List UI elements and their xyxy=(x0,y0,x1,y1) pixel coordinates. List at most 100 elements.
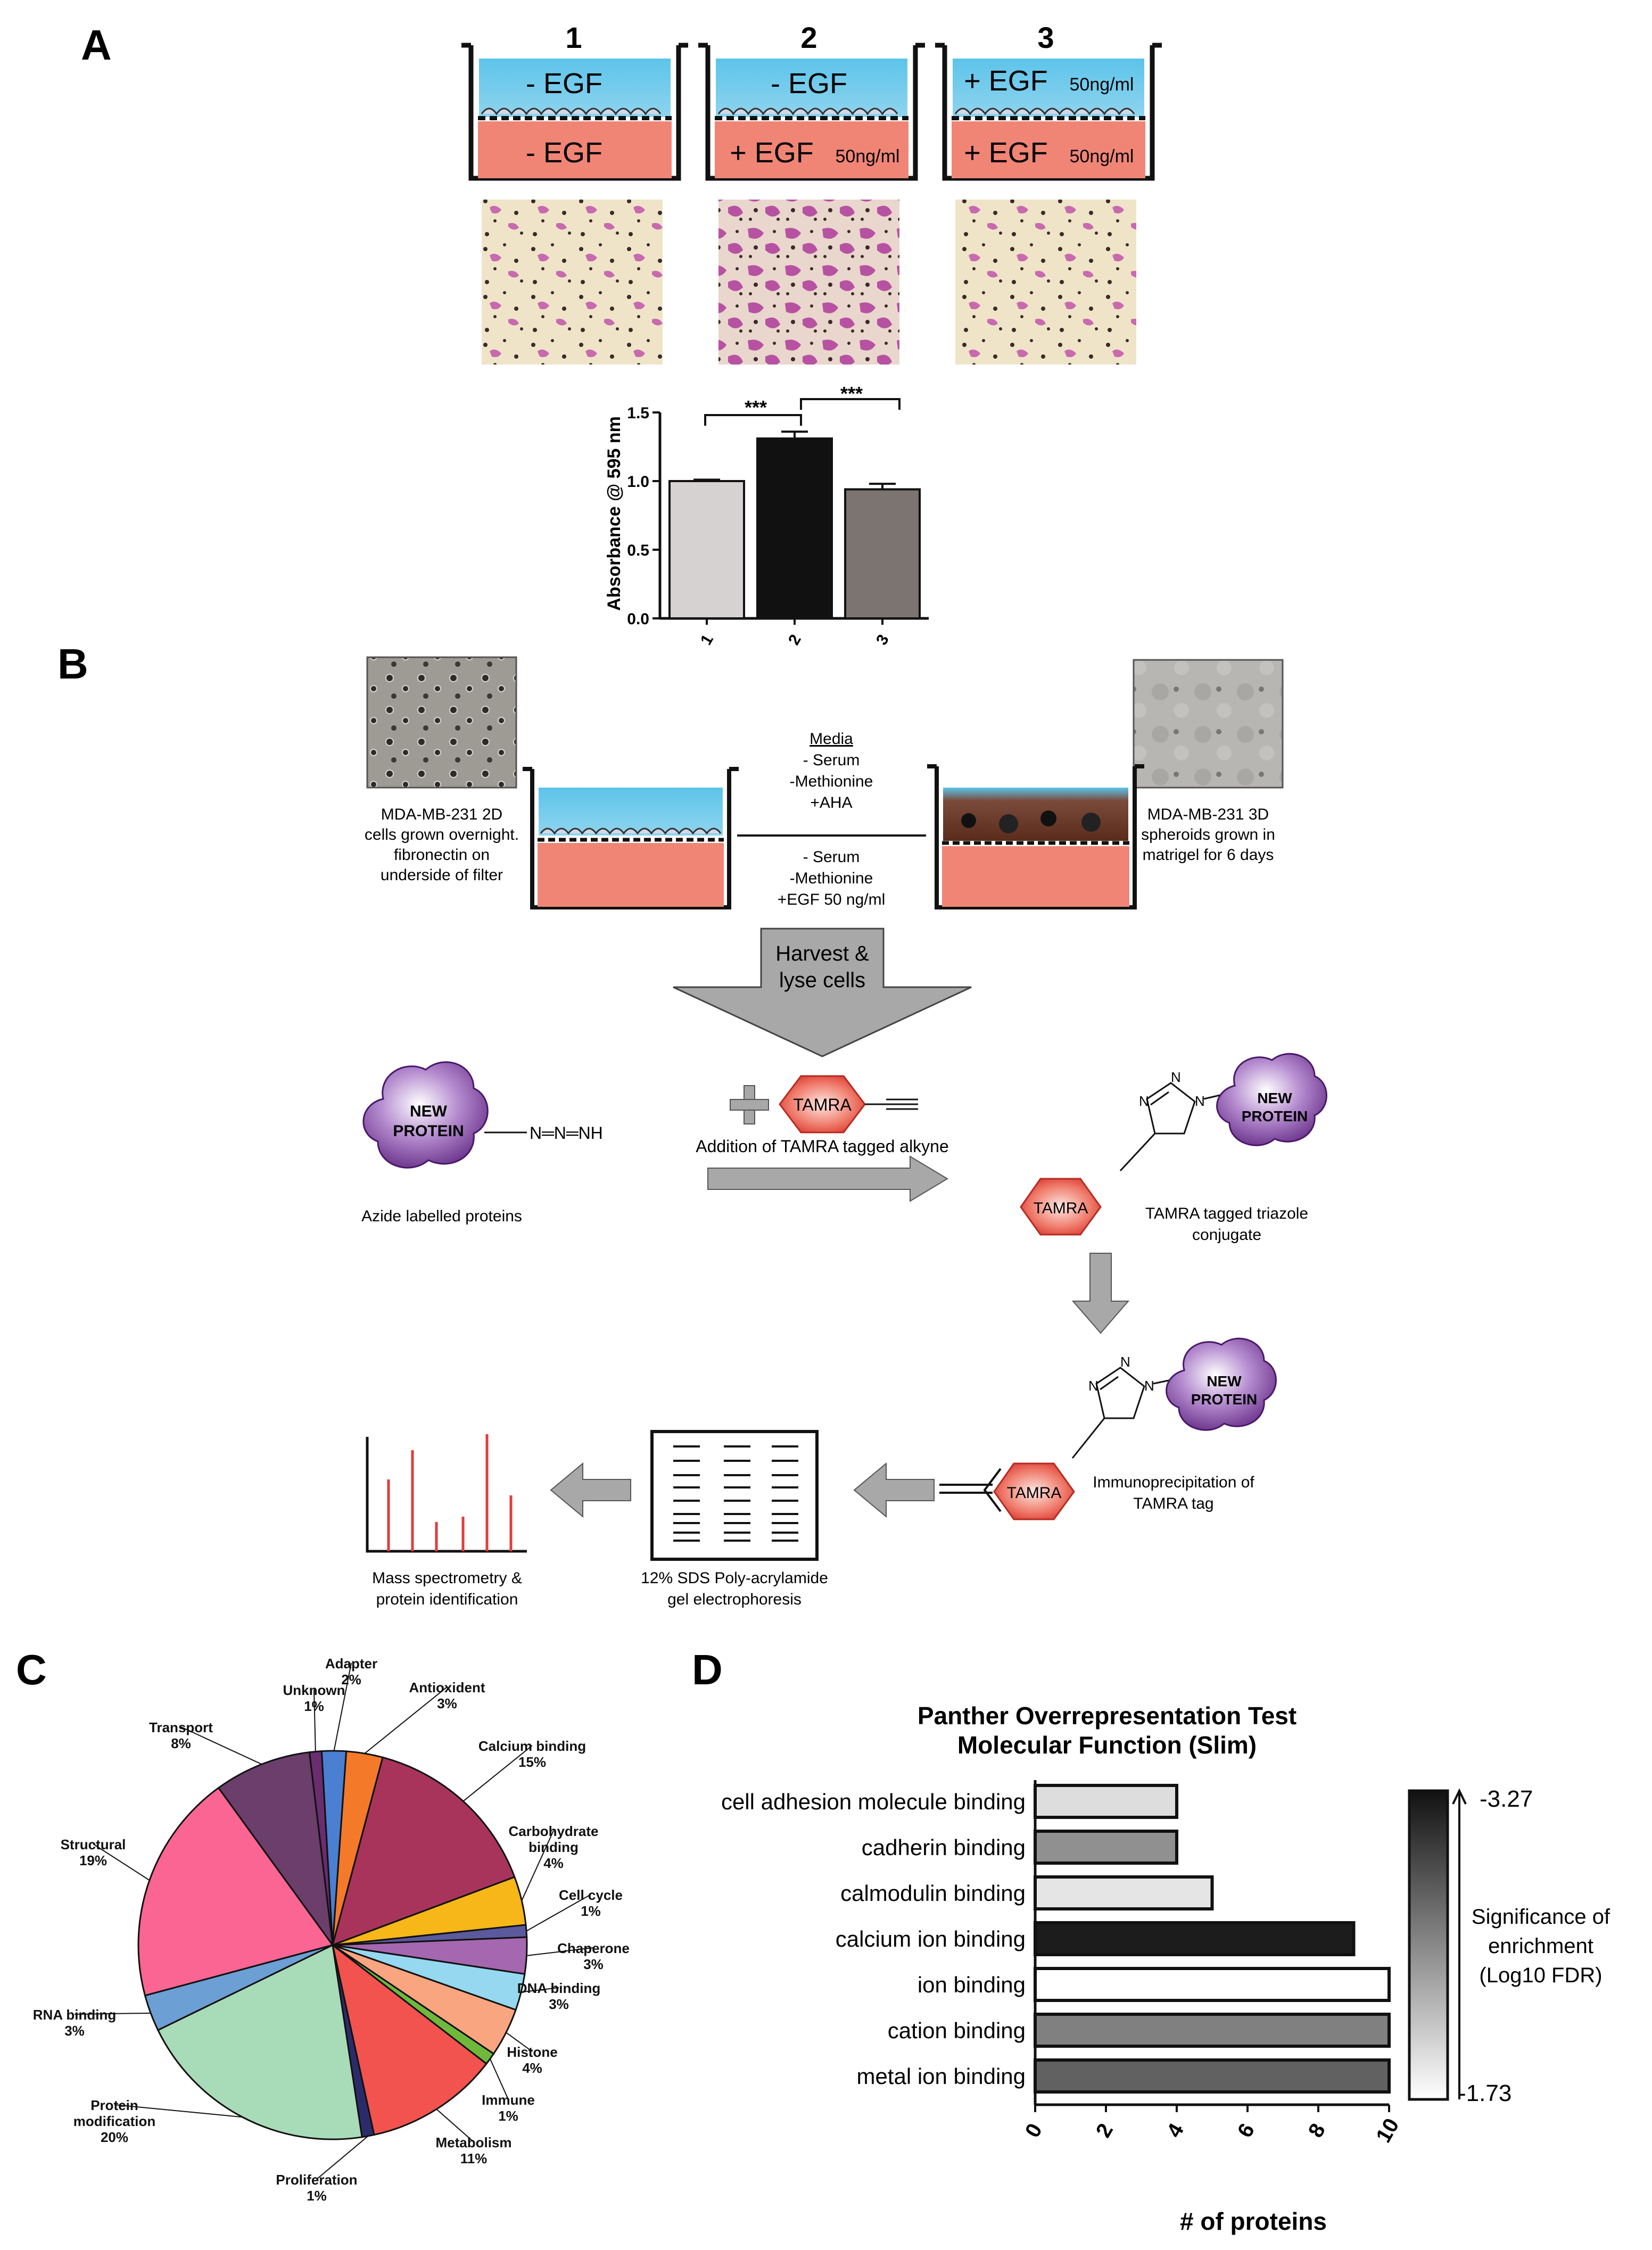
x-tick-label: 8 xyxy=(1304,2120,1330,2141)
y-tick-label: 1.5 xyxy=(627,404,649,422)
pie-slice-label: Histone xyxy=(507,2044,557,2060)
colorbar-min: -1.73 xyxy=(1458,2080,1511,2106)
stain-image-2 xyxy=(718,200,899,365)
azide-group: N═N═NH xyxy=(530,1123,603,1143)
pie-leader-line xyxy=(74,2012,151,2015)
pie-leader-line xyxy=(114,2104,243,2118)
media-top-line-2: -Methionine xyxy=(790,773,873,790)
pie-leader-line xyxy=(316,2136,369,2180)
y-tick-label: cell adhesion molecule binding xyxy=(721,1789,1026,1814)
bar xyxy=(1034,1967,1391,2002)
pie-slice-label: Metabolism xyxy=(435,2135,511,2150)
pie-slice-label: DNA binding xyxy=(517,1980,600,1996)
triazole-n-1: N xyxy=(1088,1378,1098,1394)
significance-2: *** xyxy=(840,383,863,404)
pie-slice-label: Calcium binding xyxy=(478,1738,586,1754)
pie-slice-label: Chaperone xyxy=(557,1940,630,1956)
right-caption-line-3: matrigel for 6 days xyxy=(1143,846,1274,864)
stain-image-1 xyxy=(482,200,663,365)
bar xyxy=(1034,2013,1391,2048)
pie-slice-percent: 19% xyxy=(79,1852,107,1868)
y-tick-label: calcium ion binding xyxy=(836,1926,1026,1951)
pie-leader-line xyxy=(521,1830,554,1901)
ip-conjugate: N N N TAMRA NEW PROTEIN xyxy=(939,1337,1277,1520)
media-title: Media xyxy=(810,730,853,748)
y-tick-label: cadherin binding xyxy=(862,1835,1026,1860)
x-tick-label: 10 xyxy=(1372,2114,1403,2147)
pie-slice-percent: 1% xyxy=(304,1698,324,1714)
harvest-arrow: Harvest & lyse cells xyxy=(673,928,972,1057)
x-tick-label: 4 xyxy=(1162,2119,1189,2141)
ip-caption-2: TAMRA tag xyxy=(1133,1495,1213,1512)
bar xyxy=(1034,1830,1178,1865)
bar xyxy=(1034,1921,1356,1956)
y-tick-label: ion binding xyxy=(918,1972,1026,1997)
transwell-2d xyxy=(523,767,739,909)
new-protein-label-2: PROTEIN xyxy=(1242,1108,1308,1124)
pie-slice-label: Immune xyxy=(482,2092,535,2108)
pie-slice-percent: 20% xyxy=(101,2129,128,2145)
condition-number: 2 xyxy=(800,21,817,54)
triazole-n-2: N xyxy=(1171,1069,1181,1085)
pie-slice-percent: 8% xyxy=(171,1735,191,1751)
triazole-caption-1: TAMRA tagged triazole xyxy=(1145,1205,1308,1222)
pie-slice-label: RNA binding xyxy=(33,2007,116,2023)
transwell-1: 1 - EGF - EGF xyxy=(461,21,688,181)
pie-slice-percent: 2% xyxy=(341,1672,361,1688)
significance-bracket-2 xyxy=(800,398,901,410)
micrograph-2d-cells xyxy=(366,656,517,789)
colorbar xyxy=(1408,1789,1449,2101)
pie-leader-line xyxy=(526,1894,591,1932)
right-caption-line-1: MDA-MB-231 3D xyxy=(1147,806,1269,823)
down-arrow xyxy=(1071,1253,1130,1334)
y-tick-label: calmodulin binding xyxy=(840,1881,1026,1906)
significance-bracket-1 xyxy=(704,414,802,426)
new-protein-label-2: PROTEIN xyxy=(1191,1391,1257,1408)
bottom-conc: 50ng/ml xyxy=(836,146,900,167)
top-label: + EGF xyxy=(964,65,1048,97)
x-tick-label: 2 xyxy=(785,632,805,648)
x-tick-label: 2 xyxy=(1092,2120,1118,2141)
pie-leader-line xyxy=(333,1662,352,1751)
pie-leader-line xyxy=(180,1726,262,1765)
harvest-label-2: lyse cells xyxy=(779,969,865,992)
new-protein-label-1: NEW xyxy=(410,1103,448,1120)
panel-label-c: C xyxy=(16,1646,47,1693)
bottom-conc: 50ng/ml xyxy=(1070,146,1134,167)
ip-caption-1: Immunoprecipitation of xyxy=(1093,1474,1254,1491)
right-caption-line-2: spheroids grown in xyxy=(1141,826,1275,843)
pie-slice-label: Structural xyxy=(61,1837,126,1852)
colorbar-max: -3.27 xyxy=(1480,1786,1533,1812)
bottom-label: + EGF xyxy=(964,137,1048,169)
triazole-n-1: N xyxy=(1139,1093,1149,1109)
pie-leader-line xyxy=(526,1947,594,1956)
y-tick-label: 1.0 xyxy=(627,473,649,491)
pie-slice-label: Carbohydrate xyxy=(508,1823,598,1839)
new-protein-label-2: PROTEIN xyxy=(393,1122,464,1140)
pie-slice-percent: 3% xyxy=(437,1695,457,1711)
pie-leader-line xyxy=(313,1689,316,1752)
media-bottom-line-2: -Methionine xyxy=(790,870,873,887)
bar xyxy=(1034,2058,1391,2094)
harvest-label-1: Harvest & xyxy=(775,942,869,965)
reaction-arrow xyxy=(707,1155,948,1202)
pie-slice-percent: 4% xyxy=(522,2060,542,2076)
left-arrow-2 xyxy=(550,1462,631,1518)
panel-label-a: A xyxy=(81,21,112,69)
pie-slice-label: modification xyxy=(73,2113,156,2129)
chart-title-line-1: Panther Overrepresentation Test xyxy=(918,1702,1296,1730)
pie-leader-line xyxy=(364,1686,448,1754)
y-tick-label: 0.0 xyxy=(627,610,649,628)
plus-icon xyxy=(730,1085,769,1124)
colorbar-label-2: enrichment xyxy=(1488,1934,1593,1958)
pie-slice-percent: 1% xyxy=(581,1903,601,1919)
media-top-line-1: - Serum xyxy=(803,751,860,769)
colorbar-label-3: (Log10 FDR) xyxy=(1479,1964,1602,1987)
pie-slice-percent: 3% xyxy=(64,2023,85,2039)
azide-caption: Azide labelled proteins xyxy=(361,1207,522,1225)
x-tick-label: 3 xyxy=(873,632,893,648)
tamra-label: TAMRA xyxy=(793,1095,852,1114)
bottom-label: - EGF xyxy=(526,137,602,169)
